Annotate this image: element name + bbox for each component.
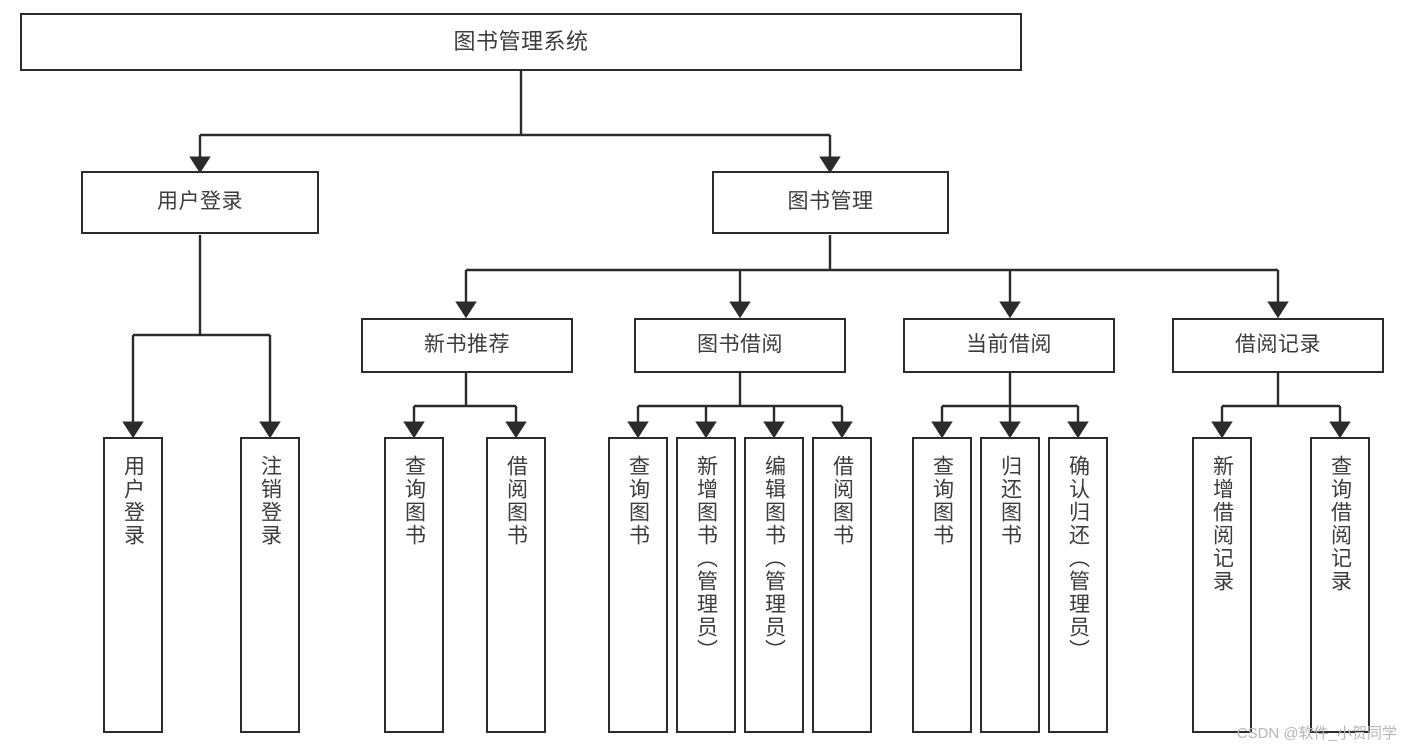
node-label: 借阅记录 [1235, 333, 1321, 357]
node-current-borrow[interactable]: 当前借阅 [903, 318, 1115, 373]
leaf-recommend-borrow-book[interactable]: 借阅图书 [486, 437, 546, 733]
node-label: 图书管理 [787, 190, 874, 214]
node-label: 归还图书 [998, 455, 1022, 547]
node-user-login[interactable]: 用户登录 [81, 171, 319, 234]
node-label: 图书管理系统 [453, 29, 589, 55]
leaf-recommend-query-book[interactable]: 查询图书 [384, 437, 444, 733]
node-label: 查询图书 [930, 455, 954, 547]
node-borrow-record[interactable]: 借阅记录 [1172, 318, 1384, 373]
leaf-borrow-borrow-book[interactable]: 借阅图书 [812, 437, 872, 733]
node-label: 借阅图书 [504, 455, 528, 547]
leaf-record-query-record[interactable]: 查询借阅记录 [1310, 437, 1370, 733]
node-label: 用户登录 [121, 455, 145, 547]
csdn-watermark: CSDN @软件_小贺同学 [1236, 725, 1397, 742]
node-book-management[interactable]: 图书管理 [712, 171, 949, 234]
node-label: 新增借阅记录 [1210, 455, 1234, 593]
node-label: 新书推荐 [424, 333, 510, 357]
node-new-book-recommend[interactable]: 新书推荐 [361, 318, 573, 373]
node-root-system[interactable]: 图书管理系统 [20, 13, 1022, 71]
leaf-current-query-book[interactable]: 查询图书 [912, 437, 972, 733]
leaf-borrow-query-book[interactable]: 查询图书 [608, 437, 668, 733]
node-label: 注销登录 [258, 455, 282, 547]
node-label: 查询借阅记录 [1328, 455, 1352, 593]
leaf-user-login-signout[interactable]: 注销登录 [240, 437, 300, 733]
node-label: 新增图书（管理员） [694, 455, 718, 662]
node-label: 确认归还（管理员） [1066, 455, 1090, 662]
node-label: 编辑图书（管理员） [762, 455, 786, 662]
leaf-current-confirm-return-admin[interactable]: 确认归还（管理员） [1048, 437, 1108, 733]
node-book-borrow[interactable]: 图书借阅 [634, 318, 846, 373]
node-label: 查询图书 [402, 455, 426, 547]
node-label: 借阅图书 [830, 455, 854, 547]
node-label: 图书借阅 [697, 333, 783, 357]
node-label: 查询图书 [626, 455, 650, 547]
leaf-current-return-book[interactable]: 归还图书 [980, 437, 1040, 733]
node-label: 用户登录 [157, 190, 243, 214]
node-label: 当前借阅 [966, 333, 1052, 357]
leaf-user-login-signin[interactable]: 用户登录 [103, 437, 163, 733]
leaf-borrow-add-book-admin[interactable]: 新增图书（管理员） [676, 437, 736, 733]
leaf-record-add-record[interactable]: 新增借阅记录 [1192, 437, 1252, 733]
leaf-borrow-edit-book-admin[interactable]: 编辑图书（管理员） [744, 437, 804, 733]
